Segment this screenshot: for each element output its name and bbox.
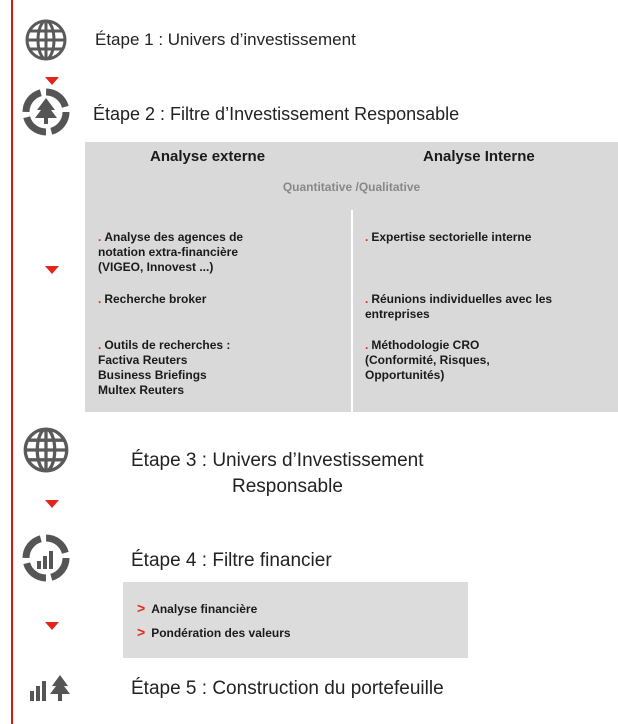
step-4-title: Étape 4 : Filtre financier: [131, 550, 332, 571]
step-arrow-1: [45, 77, 59, 85]
step-arrow-3: [45, 500, 59, 508]
analysis-subtitle: Quantitative /Qualitative: [282, 180, 421, 194]
step-1-title: Étape 1 : Univers d’investissement: [95, 30, 356, 49]
step-3-title-line-2: Responsable: [232, 476, 343, 497]
recycle-barchart-icon: [22, 534, 70, 582]
internal-item-1: .Expertise sectorielle interne: [365, 230, 532, 244]
external-item-1: .Analyse des agences de notation extra-f…: [98, 230, 244, 274]
internal-analysis-title: Analyse Interne: [423, 148, 535, 165]
step-arrow-2: [45, 266, 59, 274]
external-analysis-title: Analyse externe: [150, 148, 266, 165]
globe-icon: [25, 19, 67, 61]
left-accent-line: [11, 0, 13, 724]
financial-panel: >Analyse financière >Pondération des val…: [123, 582, 468, 658]
internal-item-3: .Méthodologie CRO (Conformité, Risques, …: [365, 338, 490, 382]
barchart-tree-icon: [30, 675, 70, 701]
external-item-3: .Outils de recherches : Factiva Reuters …: [98, 338, 231, 397]
step-2-title: Étape 2 : Filtre d’Investissement Respon…: [93, 104, 460, 124]
internal-item-2: .Réunions individuelles avec les entrepr…: [365, 292, 553, 321]
recycle-tree-icon: [22, 88, 70, 136]
financial-item-2: >Pondération des valeurs: [137, 624, 291, 640]
external-item-2: .Recherche broker: [98, 292, 207, 306]
step-3-title: Étape 3 : Univers d’Investissement Respo…: [131, 448, 551, 500]
analysis-panel: Analyse externe Analyse Interne Quantita…: [85, 142, 618, 412]
step-arrow-4: [45, 622, 59, 630]
step-5-title: Étape 5 : Construction du portefeuille: [131, 678, 444, 699]
globe-icon: [23, 427, 69, 473]
financial-item-1: >Analyse financière: [137, 600, 258, 616]
step-3-title-line-1: Étape 3 : Univers d’Investissement: [131, 450, 424, 471]
column-divider: [351, 210, 353, 412]
